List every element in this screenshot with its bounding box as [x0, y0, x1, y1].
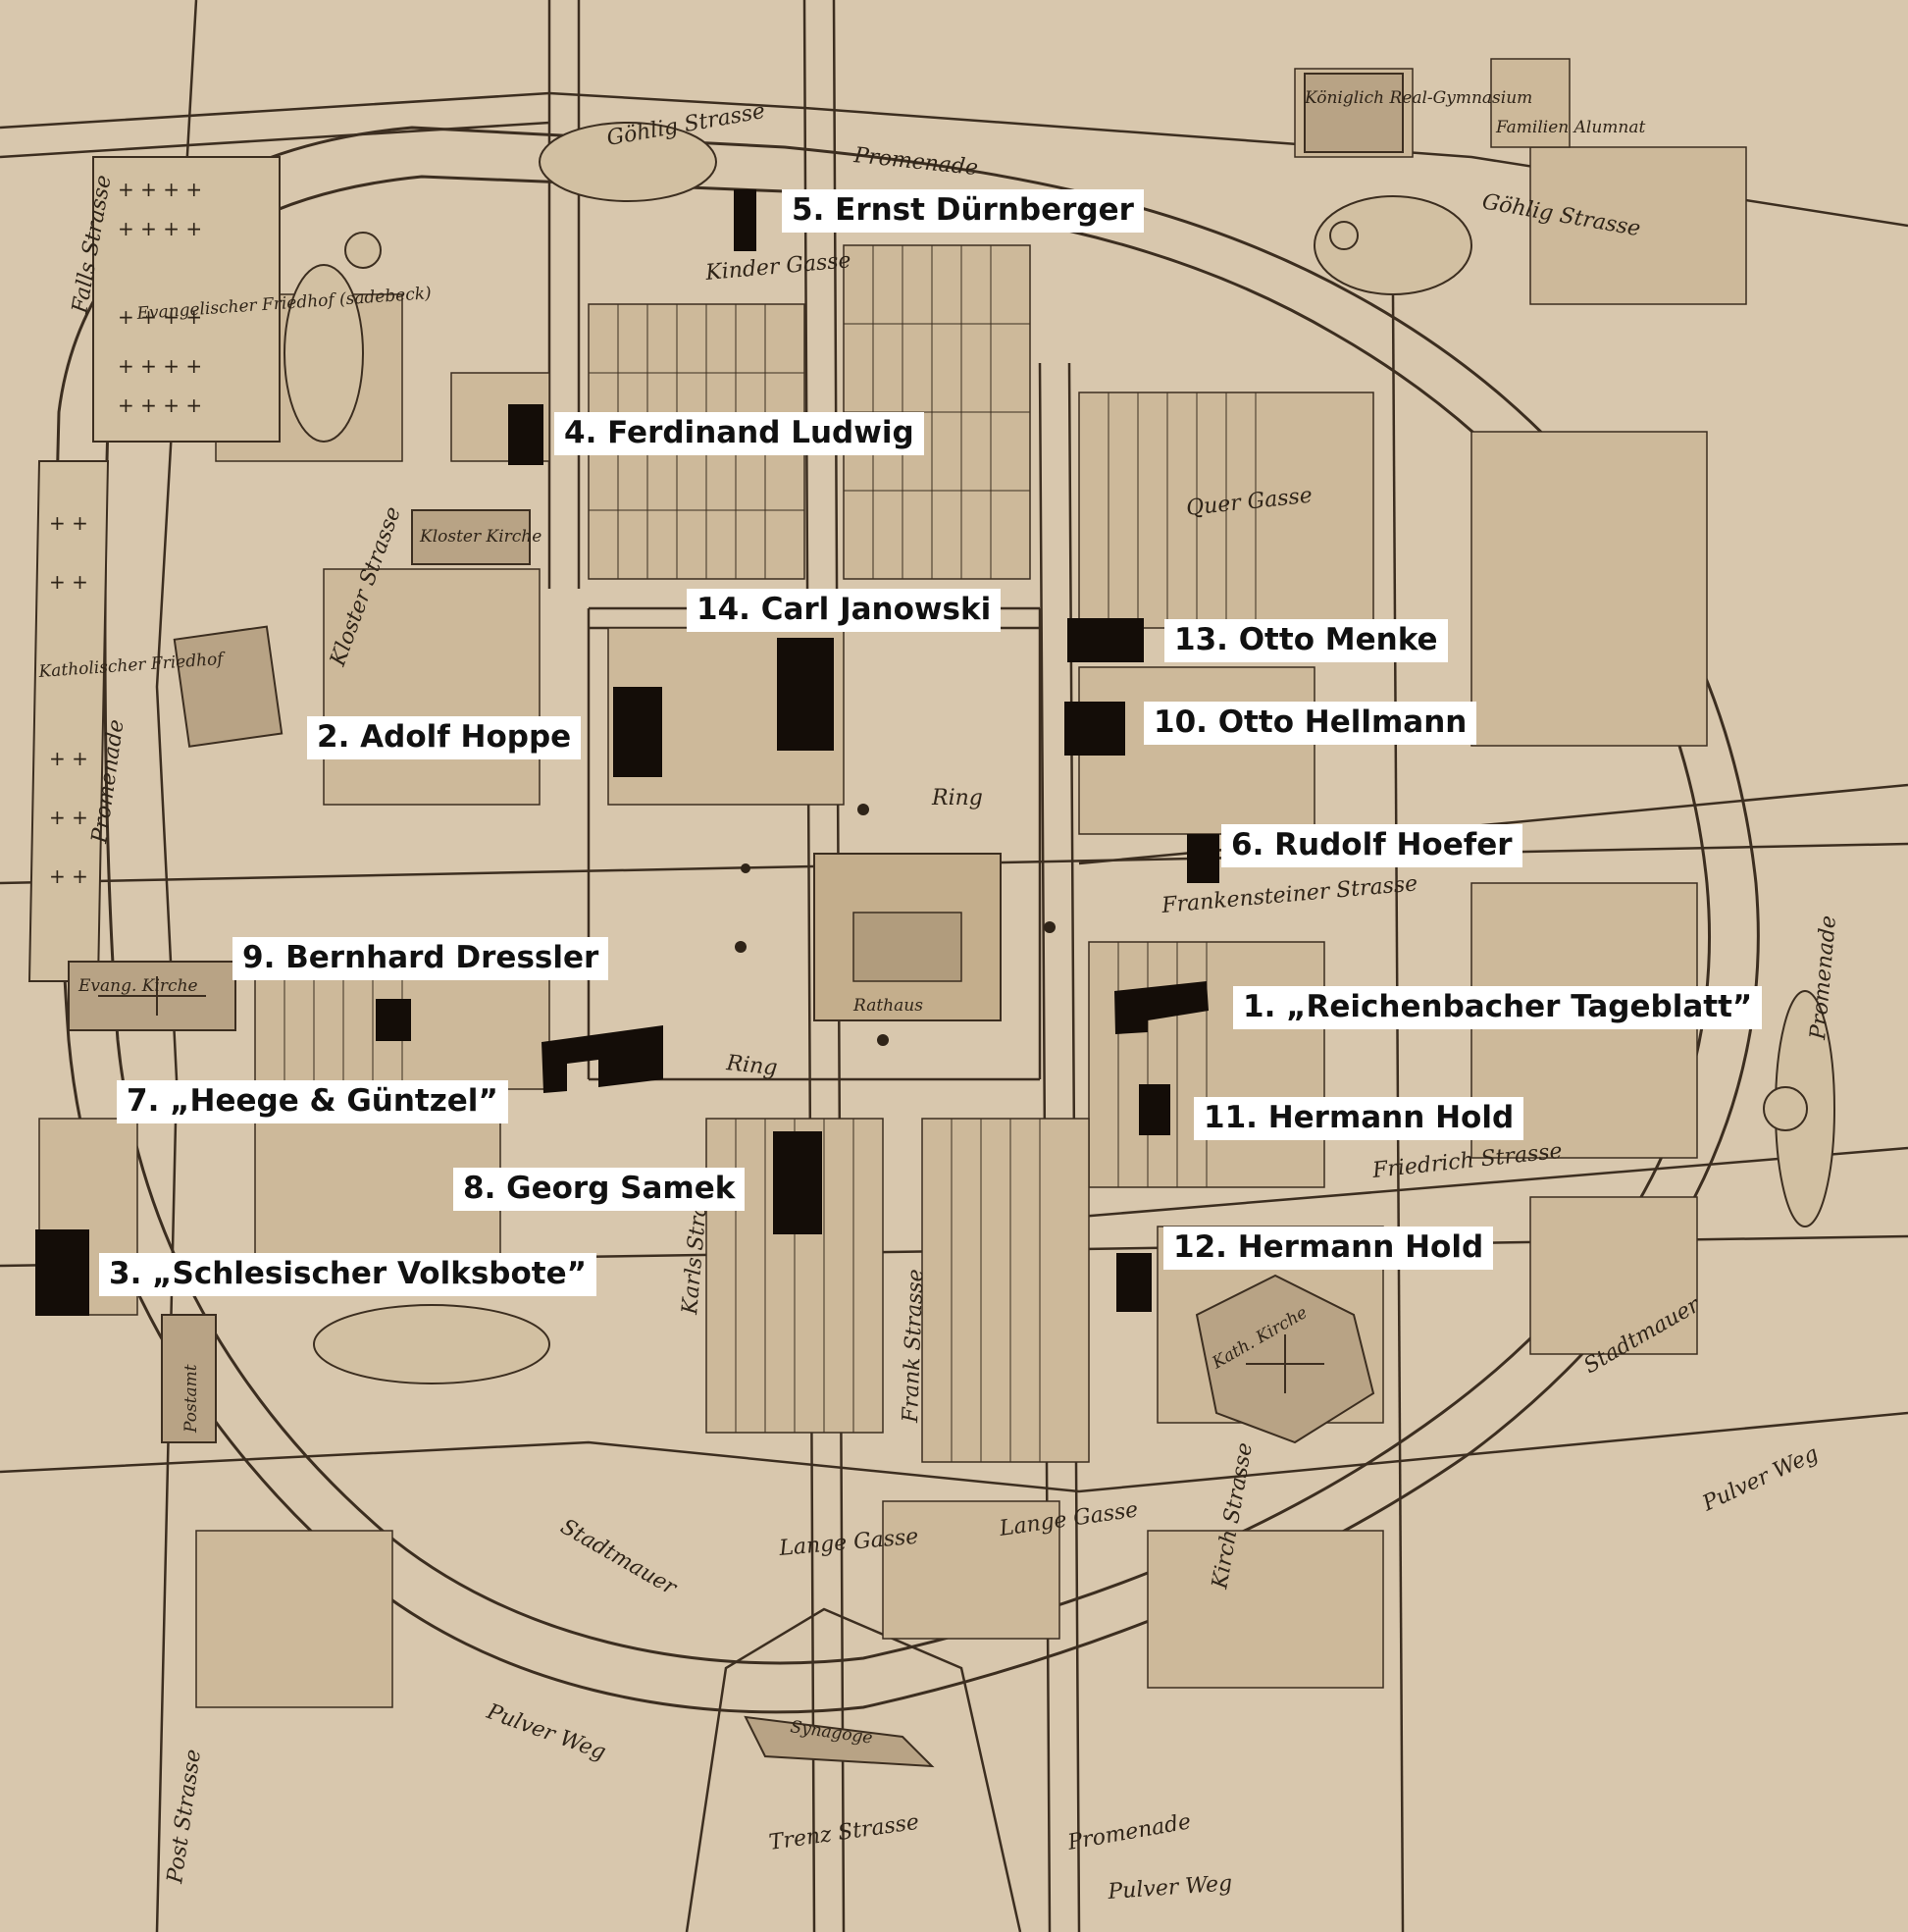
place-label-evang-kirche: Evang. Kirche: [77, 976, 198, 996]
callout-14-carl-janowski: 14. Carl Janowski: [687, 589, 1002, 632]
street-label-ring-top: Ring: [931, 786, 983, 810]
place-label-postamt: Postamt: [181, 1364, 201, 1434]
marker-building-6: [1187, 834, 1219, 883]
marker-building-8: [773, 1131, 822, 1234]
callout-3-schlesischer-volksbote: 3. „Schlesischer Volksbote”: [99, 1253, 597, 1296]
marker-building-1: [1114, 981, 1209, 1034]
svg-text:+ +: + +: [49, 747, 88, 770]
marker-building-5: [734, 189, 756, 251]
svg-text:+ +: + +: [49, 511, 88, 535]
svg-text:+ + + +: + + + +: [118, 178, 202, 201]
street-label-frank: Frank Strasse: [899, 1269, 928, 1424]
callout-4-ferdinand-ludwig: 4. Ferdinand Ludwig: [554, 412, 924, 455]
place-label-familien-alumnat: Familien Alumnat: [1495, 118, 1645, 137]
marker-building-13: [1067, 618, 1144, 662]
svg-text:+ + + +: + + + +: [118, 393, 202, 417]
marker-building-3: [35, 1229, 89, 1316]
marker-building-7: [541, 1025, 663, 1093]
highlighted-buildings: [35, 189, 1219, 1316]
callout-5-ernst-duernberger: 5. Ernst Dürnberger: [782, 189, 1144, 233]
callout-2-adolf-hoppe: 2. Adolf Hoppe: [307, 716, 582, 759]
marker-building-12: [1116, 1253, 1152, 1312]
place-label-real-gymnasium: Königlich Real-Gymnasium: [1304, 88, 1532, 108]
marker-building-14: [777, 638, 834, 751]
place-label-kloster-kirche: Kloster Kirche: [419, 527, 541, 547]
callout-1-reichenbacher-tageblatt: 1. „Reichenbacher Tageblatt”: [1233, 986, 1763, 1029]
marker-building-4: [508, 404, 543, 465]
svg-text:+ +: + +: [49, 570, 88, 594]
callout-10-otto-hellmann: 10. Otto Hellmann: [1144, 702, 1477, 745]
svg-text:+ + + +: + + + +: [118, 305, 202, 329]
cemetery-katholischer-friedhof: [27, 460, 110, 982]
callout-6-rudolf-hoefer: 6. Rudolf Hoefer: [1221, 824, 1522, 867]
cemetery-evangelischer-friedhof: [92, 156, 281, 443]
callout-9-bernhard-dressler: 9. Bernhard Dressler: [232, 937, 609, 980]
landmark-kloster-kirche: [411, 509, 531, 565]
svg-text:+ + + +: + + + +: [118, 354, 202, 378]
svg-text:+ +: + +: [49, 806, 88, 829]
landmark-kath-kirche: [1195, 1274, 1375, 1444]
landmark-synagoge: [744, 1715, 935, 1768]
marker-building-10: [1064, 702, 1125, 756]
marker-building-9: [376, 999, 411, 1041]
landmark-postamt: [161, 1314, 217, 1443]
svg-text:+ +: + +: [49, 864, 88, 888]
callout-8-georg-samek: 8. Georg Samek: [453, 1168, 746, 1211]
ring-dots: [735, 804, 1056, 1046]
parks: [284, 122, 1835, 1384]
svg-text:+ + + +: + + + +: [118, 217, 202, 240]
callout-7-heege-guentzel: 7. „Heege & Güntzel”: [117, 1080, 508, 1123]
evangelisch-block: [173, 625, 284, 748]
place-label-rathaus: Rathaus: [852, 996, 923, 1016]
cemetery-crosses: + + + + + + + + + + + + + + + + + + + + …: [49, 178, 202, 888]
callout-11-hermann-hold: 11. Hermann Hold: [1194, 1097, 1524, 1140]
street-label-ring-bottom: Ring: [724, 1051, 778, 1080]
callout-13-otto-menke: 13. Otto Menke: [1164, 619, 1448, 662]
landmark-rathaus: [813, 853, 1002, 1021]
landmark-evang-kirche: [68, 961, 236, 1031]
landmark-real-gymnasium: [1304, 73, 1404, 153]
callout-12-hermann-hold: 12. Hermann Hold: [1163, 1227, 1494, 1270]
marker-building-11: [1139, 1084, 1170, 1135]
marker-building-2: [613, 687, 662, 777]
